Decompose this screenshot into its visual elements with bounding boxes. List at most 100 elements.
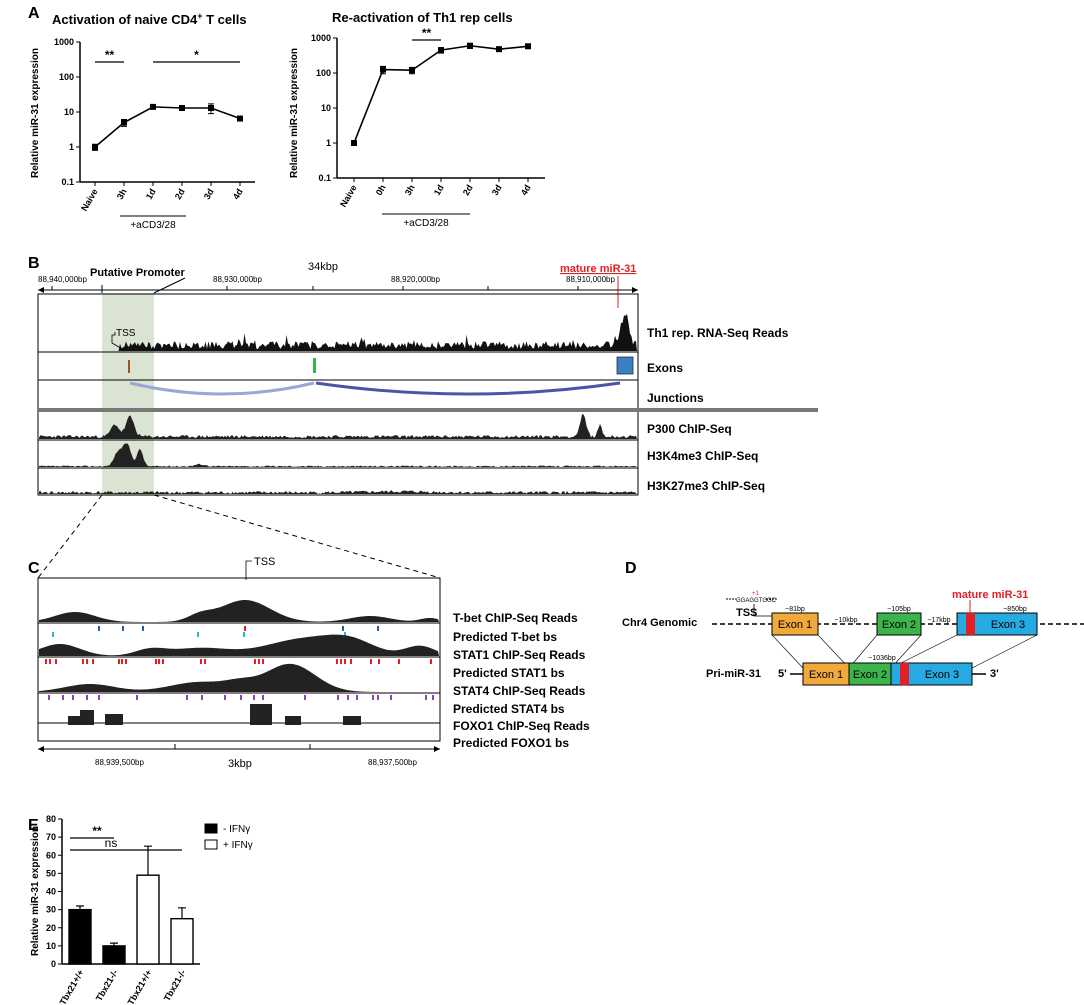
genomic-label: Chr4 Genomic [622, 617, 697, 629]
p300-track [39, 414, 637, 439]
track-label-stat1-bs: Predicted STAT1 bs [453, 666, 565, 680]
chart-a2-ytick-label: 1 [326, 138, 331, 148]
zoom-line-left [37, 495, 103, 579]
panel-label-d: D [625, 560, 637, 577]
junction-2 [315, 381, 621, 396]
panel-b: B Putative Promoter 34kbp 88,940,000bp 8… [28, 255, 818, 496]
size-exon2: ~105bp [887, 606, 911, 613]
chart-e-bar [102, 945, 126, 965]
track-label-stat4: STAT4 ChIP-Seq Reads [453, 684, 586, 698]
five-prime: 5' [778, 668, 787, 680]
chart-e-xtick-label: Tbx21-/- [162, 968, 188, 1003]
exon1-mark-b [128, 360, 130, 373]
coord-c-2: 88,937,500bp [368, 758, 417, 767]
tss-seq: GGAGGTGGC [736, 598, 777, 604]
pri-size: ~1036bp [868, 655, 896, 662]
size-exon1: ~81bp [785, 606, 805, 613]
chart-a1-xtick-label: Naive [79, 187, 100, 213]
chart-a2-xtick-label: 4d [519, 183, 533, 197]
size-intron2: ~17kbp [927, 617, 950, 624]
chart-a2-xtick-label: 3h [403, 183, 417, 197]
plus-one: +1 [752, 591, 760, 597]
chart-a1-ytick-label: 10 [64, 107, 74, 117]
coord-b-4: 88,910,000bp [566, 275, 615, 284]
track-label-tbet: T-bet ChIP-Seq Reads [453, 611, 578, 625]
chart-a2-point [409, 67, 415, 74]
chart-e-errorbar [178, 907, 186, 919]
chart-a2-line [353, 44, 529, 144]
panel-label-b: B [28, 255, 40, 272]
chart-a1: Activation of naive CD4+ T cells Relativ… [30, 11, 255, 231]
chart-e-ylabel: Relative miR-31 expression [30, 826, 41, 956]
chart-a1-ytick-label: 1000 [54, 37, 74, 47]
track-box-b [37, 293, 639, 496]
track-label-junctions: Junctions [647, 391, 704, 405]
pri-exon3-label: Exon 3 [925, 669, 959, 681]
three-prime: 3' [990, 668, 999, 680]
chart-a1-xtick-label: 3d [202, 187, 216, 201]
panel-label-e: E [28, 817, 39, 834]
chart-a1-point [208, 105, 214, 112]
chart-a1-xtick-label: 1d [144, 187, 158, 201]
foxo1-chip-track [68, 704, 361, 725]
legend-swatch-plus-ifng [204, 839, 218, 850]
chart-e-xtick-label: Tbx21+/+ [126, 968, 154, 1005]
chart-a1-xtick-label: 2d [173, 187, 187, 201]
zoom-line-right [153, 495, 441, 579]
tss-label-d: TSS [736, 607, 757, 619]
chart-a2-xtick-label: 0h [374, 183, 388, 197]
stat1-chip-track [39, 634, 439, 656]
genomic-mature-mir31 [966, 613, 975, 635]
stat4-binding-sites [48, 695, 434, 700]
rna-seq-track [39, 313, 637, 351]
chart-e-errorbar [144, 845, 152, 876]
chart-a1-sig-label: * [194, 48, 199, 62]
chart-e-sig-label: ns [105, 836, 118, 850]
chart-a1-bracket-label: +aCD3/28 [130, 220, 176, 231]
chart-e-sig-label: ** [92, 824, 102, 838]
chart-e-bar [68, 908, 92, 965]
chart-a2-xtick-label: Naive [338, 183, 359, 209]
chart-a1-sig-label: ** [105, 48, 115, 62]
chart-e-ytick-label: 0 [51, 959, 56, 969]
chart-e-bar [136, 874, 160, 965]
scale-label-c: 3kbp [228, 758, 252, 770]
chart-e-ytick-label: 10 [46, 941, 56, 951]
tbet-binding-sites [52, 626, 379, 637]
chart-e-xtick-label: Tbx21-/- [94, 968, 120, 1003]
chart-e-ytick-label: 40 [46, 887, 56, 897]
chart-e-ytick-label: 60 [46, 850, 56, 860]
chart-a2-title: Re-activation of Th1 rep cells [332, 10, 513, 25]
legend-label-minus-ifng: - IFNγ [223, 824, 250, 835]
pri-exon2-label: Exon 2 [853, 669, 887, 681]
coord-b-1: 88,940,000bp [38, 275, 87, 284]
panel-d: D +1 GGAGGTGGC TSS Chr4 Genomic Exon 1 E… [622, 560, 1084, 686]
chart-a2-sig-label: ** [422, 26, 432, 40]
chart-a1-ytick-label: 100 [59, 72, 74, 82]
chart-a1-line [94, 106, 241, 148]
chart-e-ytick-label: 80 [46, 814, 56, 824]
coord-b-3: 88,920,000bp [391, 275, 440, 284]
panel-label-a: A [28, 5, 40, 22]
mature-label-b: mature miR-31 [560, 263, 636, 275]
chart-a2-ytick-label: 1000 [311, 33, 331, 43]
h3k27me3-track [39, 490, 637, 494]
track-label-rna: Th1 rep. RNA-Seq Reads [647, 326, 789, 340]
promoter-label: Putative Promoter [90, 267, 185, 279]
chart-e-ytick-label: 20 [46, 923, 56, 933]
chart-a1-point [237, 115, 243, 122]
chart-a1-ylabel: Relative miR-31 expression [30, 48, 41, 178]
exon3-mark-b [616, 356, 634, 375]
tbet-chip-track [39, 599, 439, 622]
chart-a2-ylabel: Relative miR-31 expression [289, 48, 300, 178]
size-exon3: ~850bp [1003, 606, 1027, 613]
pri-exon1-label: Exon 1 [809, 669, 843, 681]
chart-e-ytick-label: 70 [46, 832, 56, 842]
chart-a1-point [179, 105, 185, 112]
chart-a2-ytick-label: 100 [316, 68, 331, 78]
chart-a2-ytick-label: 10 [321, 103, 331, 113]
chart-e-ytick-label: 50 [46, 868, 56, 878]
genomic-exon1 [771, 612, 819, 636]
legend-label-plus-ifng: + IFNγ [223, 840, 253, 851]
track-label-tbet-bs: Predicted T-bet bs [453, 630, 557, 644]
